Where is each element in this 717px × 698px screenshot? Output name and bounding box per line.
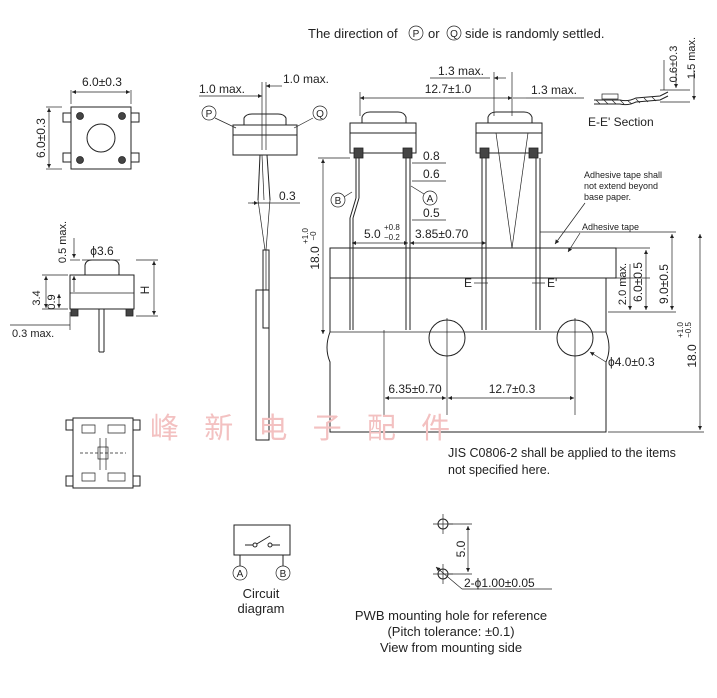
tape-b-mark: B <box>335 196 342 207</box>
direction-text-pre: The direction of <box>308 26 398 41</box>
circuit-caption-2: diagram <box>238 601 285 616</box>
circuit-b: B <box>280 569 287 580</box>
tape-d635: 6.35±0.70 <box>388 382 442 396</box>
section-d06: 0.6±0.3 <box>668 46 680 83</box>
header-note: The direction of P or Q side is randomly… <box>308 25 604 41</box>
tape-right-max: 1.3 max. <box>531 83 577 97</box>
circuit-b-circle-icon <box>275 565 291 581</box>
tape-a-mark: A <box>427 194 434 205</box>
top-view: 6.0±0.3 6.0±0.3 <box>34 75 140 170</box>
pwb-caption-3: View from mounting side <box>380 640 522 655</box>
switch-body-bottom <box>72 417 134 489</box>
pq-max-left: 1.0 max. <box>199 82 245 96</box>
pq-max-right: 1.0 max. <box>283 72 329 86</box>
base-paper <box>326 278 610 433</box>
tape-d90: 9.0±0.5 <box>657 264 671 304</box>
top-width-dim: 6.0±0.3 <box>82 75 122 89</box>
switch-body-side <box>69 274 135 310</box>
pq-tape-strip <box>255 289 270 441</box>
tape-pitch: 12.7±1.0 <box>425 82 472 96</box>
tape-d50-up: +0.8 <box>384 223 400 232</box>
side-max03: 0.3 max. <box>12 328 54 340</box>
diameter-label: ϕ3.6 <box>90 244 114 258</box>
tape-d180-up: +1.0 <box>676 322 685 338</box>
tape-d385: 3.85±0.70 <box>415 227 469 241</box>
adhesive-note-1: Adhesive tape shall <box>584 170 662 180</box>
circuit-diagram: A B Circuit diagram <box>232 524 291 616</box>
pwb-caption-2: (Pitch tolerance: ±0.1) <box>387 624 514 639</box>
q-circle-icon <box>446 25 462 41</box>
section-label: E-E' Section <box>588 115 654 129</box>
pq-switch-body <box>232 134 298 156</box>
side-h09: 0.9 <box>46 294 58 309</box>
tape-d06: 0.6 <box>423 167 440 181</box>
e-label: E <box>464 276 472 290</box>
actuator-circle <box>86 123 116 153</box>
pwb-pitch: 5.0 <box>454 540 468 557</box>
circuit-a-circle-icon <box>232 565 248 581</box>
jis-note-1: JIS C0806-2 shall be applied to the item… <box>448 446 676 460</box>
switch-body-top <box>70 106 132 170</box>
tape-h18-up: +1.0 <box>301 228 310 244</box>
top-height-dim: 6.0±0.3 <box>34 118 48 158</box>
p-mark: P <box>413 29 420 40</box>
pq-p-circle-icon <box>201 105 217 121</box>
adhesive-note-2: not extend beyond <box>584 181 658 191</box>
adhesive-tape <box>329 247 617 279</box>
adhesive-tape-label: Adhesive tape <box>582 222 639 232</box>
tape-d50-main: 5.0 <box>364 227 381 241</box>
side-view: ϕ3.6 0.5 max. 3.4 0.9 H 0.3 max. <box>10 221 158 353</box>
adhesive-note-3: base paper. <box>584 192 631 202</box>
hole-diameter: ϕ4.0±0.3 <box>608 355 655 369</box>
e-prime-label: E' <box>547 276 557 290</box>
tape-d127: 12.7±0.3 <box>489 382 536 396</box>
bottom-view <box>65 417 141 489</box>
tape-d05: 0.5 <box>423 206 440 220</box>
tape-view: 1.3 max. 12.7±1.0 1.3 max. <box>301 64 704 433</box>
tape-h18: 18.0 <box>308 246 322 270</box>
section-d15: 1.5 max. <box>686 37 698 79</box>
direction-text-post: side is randomly settled. <box>465 26 604 41</box>
pq-view: 1.0 max. 1.0 max. P Q 0.3 <box>199 72 329 441</box>
tape-d180: 18.0 <box>685 344 699 368</box>
side-half-max: 0.5 max. <box>57 221 69 263</box>
tape-d60: 6.0±0.5 <box>631 262 645 302</box>
tape-d180-dn: −0.5 <box>684 322 693 338</box>
watermark: 峰 新 电 子 配 件 <box>150 411 458 445</box>
tape-d50-dn: −0.2 <box>384 233 400 242</box>
or-text: or <box>428 26 440 41</box>
pwb-mounting: 5.0 2-ϕ1.00±0.05 PWB mounting hole for r… <box>355 514 552 655</box>
tape-d08: 0.8 <box>423 149 440 163</box>
tape-d20max: 2.0 max. <box>617 263 629 305</box>
q-mark: Q <box>450 29 458 40</box>
tape-b-circle-icon <box>330 192 346 208</box>
jis-note-2: not specified here. <box>448 463 550 477</box>
ee-section: 0.6±0.3 1.5 max. E-E' Section <box>588 37 698 129</box>
side-h34: 3.4 <box>31 290 43 305</box>
pq-q-circle-icon <box>312 105 328 121</box>
pq-q-mark: Q <box>316 109 324 120</box>
pwb-hole-diam: 2-ϕ1.00±0.05 <box>464 576 535 590</box>
pq-p-mark: P <box>206 109 213 120</box>
circuit-caption-1: Circuit <box>243 586 280 601</box>
pq-dim03: 0.3 <box>279 189 296 203</box>
tape-a-circle-icon <box>422 190 438 206</box>
p-circle-icon <box>408 25 424 41</box>
side-h-letter: H <box>138 286 152 295</box>
tape-switch-2 <box>475 132 543 154</box>
tape-top-max: 1.3 max. <box>438 64 484 78</box>
circuit-a: A <box>237 569 244 580</box>
tape-switch-1 <box>349 132 417 154</box>
pwb-caption-1: PWB mounting hole for reference <box>355 608 547 623</box>
tape-h18-dn: −0 <box>309 231 318 241</box>
